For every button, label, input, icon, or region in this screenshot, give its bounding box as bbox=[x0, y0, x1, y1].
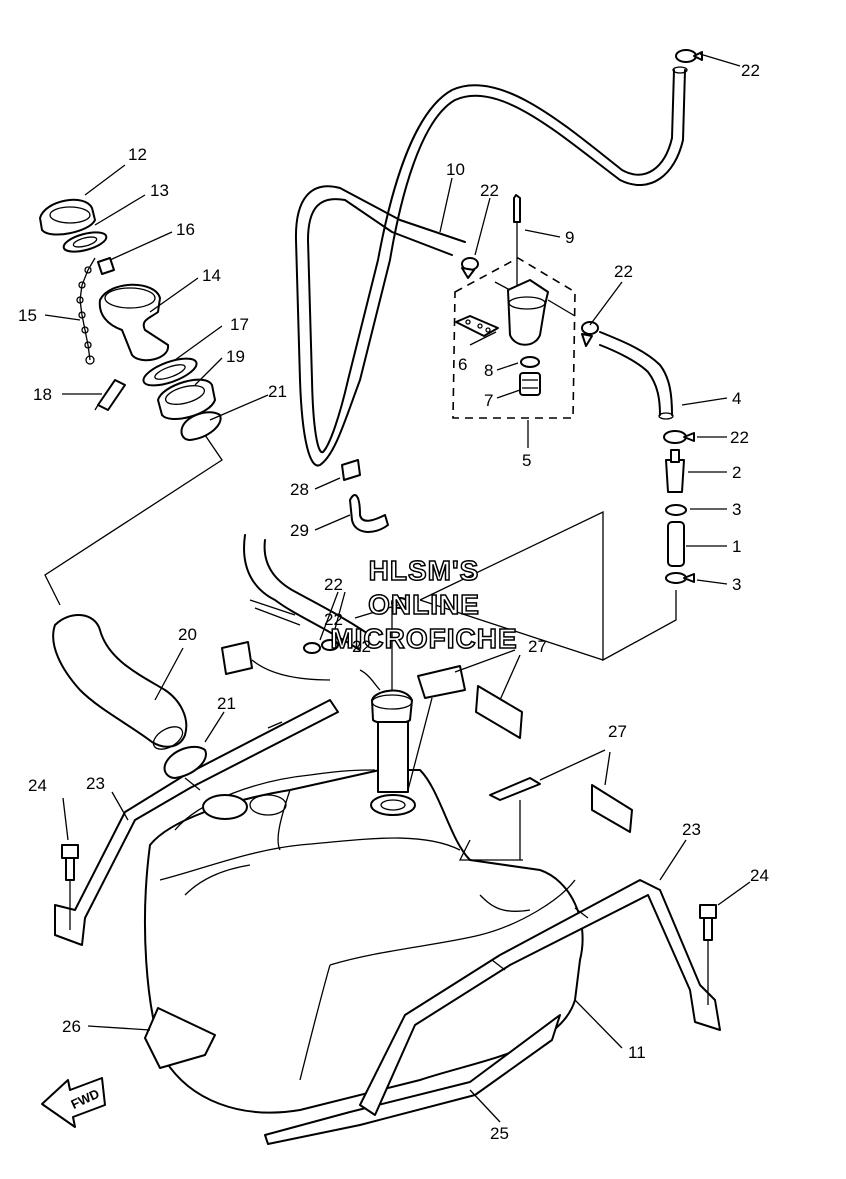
callout-28: 28 bbox=[290, 480, 309, 499]
clamp-22-vent-top bbox=[675, 49, 703, 63]
pad-upper-a bbox=[417, 665, 466, 699]
callout-19: 19 bbox=[226, 347, 245, 366]
callout-8: 8 bbox=[484, 361, 493, 380]
skid-plate-bottom bbox=[264, 1014, 561, 1145]
callout-9: 9 bbox=[565, 228, 574, 247]
cap-gasket bbox=[62, 231, 108, 253]
bolt-left bbox=[61, 844, 79, 930]
callout-22: 22 bbox=[352, 637, 371, 656]
callout-22: 22 bbox=[480, 181, 499, 200]
fuel-sender bbox=[359, 600, 416, 816]
neck-nut bbox=[157, 378, 216, 420]
pad-lower-a bbox=[489, 777, 541, 801]
cable-band bbox=[349, 494, 389, 533]
callout-7: 7 bbox=[484, 391, 493, 410]
callout-22: 22 bbox=[614, 262, 633, 281]
tether-chain bbox=[76, 257, 96, 365]
vent-hose bbox=[294, 66, 688, 467]
clamp-22-hose-4 bbox=[663, 430, 695, 444]
callout-3: 3 bbox=[732, 500, 741, 519]
callout-2: 2 bbox=[732, 463, 741, 482]
callout-24: 24 bbox=[750, 866, 769, 885]
clamp-22-filter-inlet bbox=[461, 257, 479, 279]
clamp-3-lower bbox=[665, 572, 695, 584]
callout-3: 3 bbox=[732, 575, 741, 594]
fuel-hose-short bbox=[667, 521, 685, 567]
callout-23: 23 bbox=[682, 820, 701, 839]
filler-cap bbox=[39, 198, 96, 236]
callout-29: 29 bbox=[290, 521, 309, 540]
callout-22: 22 bbox=[741, 61, 760, 80]
check-valve bbox=[665, 449, 685, 493]
filter-assembly-box bbox=[452, 257, 576, 419]
callout-21: 21 bbox=[217, 694, 236, 713]
callout-22: 22 bbox=[324, 575, 343, 594]
callout-15: 15 bbox=[18, 306, 37, 325]
clamp-3-upper bbox=[665, 504, 687, 516]
callout-13: 13 bbox=[150, 181, 169, 200]
clamp-22-filter-outlet bbox=[581, 321, 599, 347]
callout-14: 14 bbox=[202, 266, 221, 285]
pad-leader-lines bbox=[407, 599, 611, 861]
filter-o-ring bbox=[520, 356, 540, 368]
hose-clip bbox=[341, 459, 361, 481]
callout-6: 6 bbox=[458, 355, 467, 374]
callout-24: 24 bbox=[28, 776, 47, 795]
callout-27: 27 bbox=[608, 722, 627, 741]
watermark-line-3: MICROFICHE bbox=[330, 623, 517, 654]
tether-screw bbox=[97, 257, 115, 275]
callout-18: 18 bbox=[33, 385, 52, 404]
pad-upper-b bbox=[475, 685, 523, 739]
outlet-hose bbox=[599, 331, 674, 420]
callout-12: 12 bbox=[128, 145, 147, 164]
skid-plate-front bbox=[144, 1007, 216, 1069]
leader-lines bbox=[44, 53, 751, 1123]
bolt-right bbox=[699, 904, 717, 1005]
filter-bracket bbox=[455, 315, 499, 337]
callout-10: 10 bbox=[446, 160, 465, 179]
callout-16: 16 bbox=[176, 220, 195, 239]
clamp-22-center-a bbox=[303, 642, 321, 654]
clamp-22-center-b bbox=[321, 639, 339, 651]
callout-4: 4 bbox=[732, 389, 741, 408]
watermark: HLSM'S ONLINE MICROFICHE bbox=[330, 554, 518, 655]
callout-20: 20 bbox=[178, 625, 197, 644]
callout-26: 26 bbox=[62, 1017, 81, 1036]
callout-labels: 1 2 3 3 4 5 6 7 8 9 10 11 12 13 14 15 16… bbox=[18, 61, 769, 1143]
neck-gasket bbox=[142, 357, 198, 387]
callout-27: 27 bbox=[528, 637, 547, 656]
callout-25: 25 bbox=[490, 1124, 509, 1143]
wire-harness bbox=[221, 534, 371, 681]
callout-22: 22 bbox=[730, 428, 749, 447]
filter-element bbox=[519, 372, 541, 396]
callout-17: 17 bbox=[230, 315, 249, 334]
watermark-line-2: ONLINE bbox=[368, 589, 480, 620]
callout-5: 5 bbox=[522, 451, 531, 470]
filler-neck bbox=[98, 283, 169, 362]
assembly-guide-line-left bbox=[44, 434, 223, 606]
pad-lower-b bbox=[591, 784, 633, 833]
callout-23: 23 bbox=[86, 774, 105, 793]
callout-22: 22 bbox=[324, 610, 343, 629]
fuel-filter bbox=[494, 279, 576, 346]
filter-nipple bbox=[513, 194, 521, 285]
callout-21: 21 bbox=[268, 382, 287, 401]
callout-1: 1 bbox=[732, 537, 741, 556]
tank-strap-right bbox=[359, 879, 721, 1116]
fwd-direction-badge: FWD bbox=[41, 1077, 106, 1128]
callout-11: 11 bbox=[628, 1043, 646, 1062]
drain-screw bbox=[94, 379, 126, 411]
filler-hose bbox=[52, 613, 188, 750]
hose-clamp-lower bbox=[163, 745, 207, 779]
watermark-line-1: HLSM'S bbox=[369, 555, 480, 586]
tank-strap-left bbox=[54, 699, 339, 946]
